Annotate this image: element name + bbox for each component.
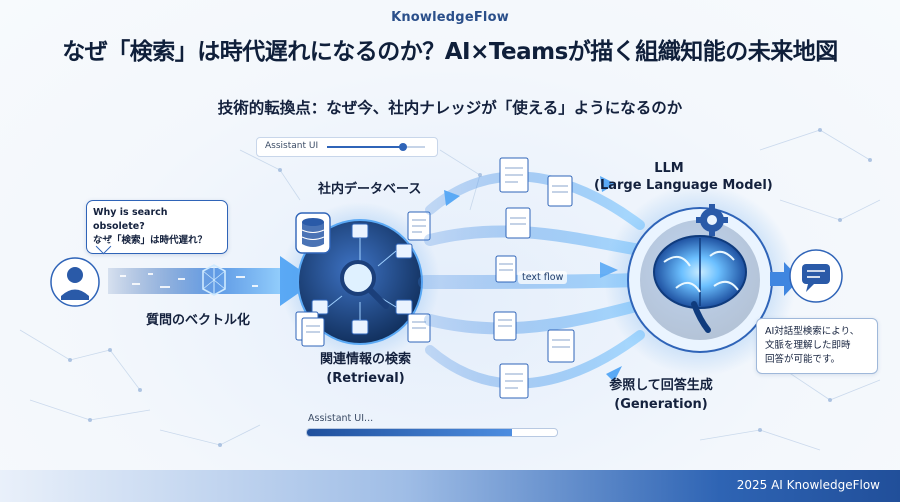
answer-line-2: 文脈を理解した即時 xyxy=(765,340,851,351)
answer-line-3: 回答が可能です。 xyxy=(765,354,841,365)
question-line-en: Why is search obsolete? xyxy=(93,207,168,232)
generation-label-ja: 参照して回答生成 xyxy=(609,378,713,393)
retrieval-label-ja: 関連情報の検索 xyxy=(320,352,412,367)
footer-bar: 2025 AI KnowledgeFlow xyxy=(0,470,900,502)
generation-label-en: (Generation) xyxy=(614,397,708,412)
llm-label-title: LLM xyxy=(654,161,684,176)
assistant-ui-knob[interactable] xyxy=(399,143,408,151)
text-flow-label: text flow xyxy=(518,271,568,284)
retrieval-label: 関連情報の検索 (Retrieval) xyxy=(320,350,411,388)
brain-icon xyxy=(653,235,747,333)
answer-box: AI対話型検索により、 文脈を理解した即時 回答が可能です。 xyxy=(756,318,878,374)
database-icon xyxy=(295,212,331,254)
assistant-ui-label: Assistant UI xyxy=(265,141,319,151)
document-icon xyxy=(493,157,575,399)
magnifier-icon xyxy=(340,260,389,309)
page-title: なぜ「検索」は時代遅れになるのか？AI×Teamsが描く組織知能の未来地図 xyxy=(62,39,838,65)
cube-icon xyxy=(202,264,226,296)
retrieval-label-en: (Retrieval) xyxy=(326,371,405,386)
gear-icon xyxy=(696,204,728,236)
footer-text: 2025 AI KnowledgeFlow xyxy=(736,478,880,492)
assistant-ui-bottom-label: Assistant UI... xyxy=(308,413,374,424)
brand-name: KnowledgeFlow xyxy=(391,10,509,25)
page-subtitle: 技術的転換点：なぜ今、社内ナレッジが「使える」ようになるのか xyxy=(217,99,683,117)
answer-line-1: AI対話型検索により、 xyxy=(765,326,860,337)
assistant-ui-track xyxy=(327,143,425,151)
generation-label: 参照して回答生成 (Generation) xyxy=(596,376,726,414)
assistant-ui-progress-bar xyxy=(306,428,558,437)
user-icon xyxy=(50,257,100,307)
vectorize-label: 質問のベクトル化 xyxy=(146,313,251,328)
assistant-ui-track-fill xyxy=(327,146,404,148)
chat-icon xyxy=(789,249,843,303)
question-line-ja: なぜ「検索」は時代遅れ？ xyxy=(93,235,208,246)
assistant-ui-progress-fill xyxy=(307,429,512,436)
llm-label-sub: (Large Language Model) xyxy=(594,178,773,193)
llm-core xyxy=(604,184,796,376)
llm-label: LLM (Large Language Model) xyxy=(594,160,773,194)
database-label: 社内データベース xyxy=(318,182,422,197)
assistant-ui-slider[interactable]: Assistant UI xyxy=(256,137,438,157)
